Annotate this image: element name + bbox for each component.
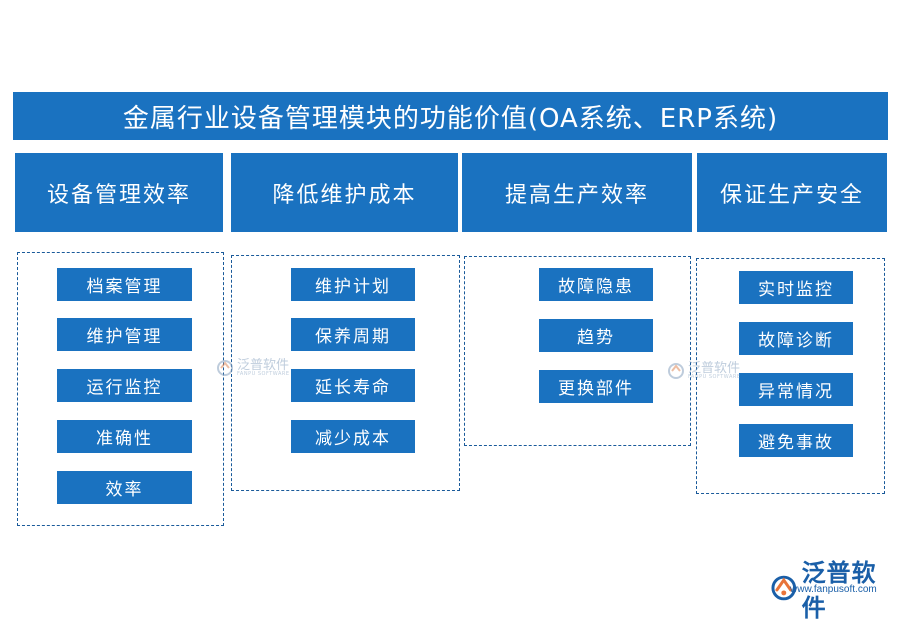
watermark-en: FANPU SOFTWARE <box>237 371 290 377</box>
item-fault-diagnosis: 故障诊断 <box>739 322 853 355</box>
header-reduce-maintenance-cost: 降低维护成本 <box>231 153 458 232</box>
item-accuracy: 准确性 <box>57 420 192 453</box>
item-extend-lifespan: 延长寿命 <box>291 369 415 402</box>
item-efficiency: 效率 <box>57 471 192 504</box>
item-avoid-accidents: 避免事故 <box>739 424 853 457</box>
watermark-logo-icon <box>668 363 684 379</box>
watermark: 泛普软件 FANPU SOFTWARE <box>216 359 290 377</box>
item-maintenance-management: 维护管理 <box>57 318 192 351</box>
item-reduce-cost: 减少成本 <box>291 420 415 453</box>
watermark-logo-icon <box>217 360 233 376</box>
watermark-cn: 泛普软件 <box>237 358 290 373</box>
header-equipment-efficiency: 设备管理效率 <box>15 153 223 232</box>
group-reduce-maintenance-cost <box>231 255 460 491</box>
watermark: 泛普软件 FANPU SOFTWARE <box>667 362 741 380</box>
item-maintenance-plan: 维护计划 <box>291 268 415 301</box>
header-improve-production-efficiency: 提高生产效率 <box>462 153 692 232</box>
group-equipment-efficiency <box>17 252 224 526</box>
page-title: 金属行业设备管理模块的功能价值(OA系统、ERP系统) <box>13 92 888 140</box>
item-abnormal-situations: 异常情况 <box>739 373 853 406</box>
header-ensure-production-safety: 保证生产安全 <box>697 153 887 232</box>
item-archive-management: 档案管理 <box>57 268 192 301</box>
item-fault-hazards: 故障隐患 <box>539 268 653 301</box>
item-replace-parts: 更换部件 <box>539 370 653 403</box>
brand-url: www.fanpusoft.com <box>790 584 877 595</box>
watermark-en: FANPU SOFTWARE <box>688 374 741 380</box>
item-operation-monitoring: 运行监控 <box>57 369 192 402</box>
item-realtime-monitoring: 实时监控 <box>739 271 853 304</box>
brand-logo: 泛普软件 <box>770 553 900 623</box>
watermark-cn: 泛普软件 <box>688 361 741 376</box>
item-maintenance-cycle: 保养周期 <box>291 318 415 351</box>
group-ensure-production-safety <box>696 258 885 494</box>
brand-logo-icon <box>771 575 797 601</box>
group-improve-production-efficiency <box>464 256 691 446</box>
item-trend: 趋势 <box>539 319 653 352</box>
